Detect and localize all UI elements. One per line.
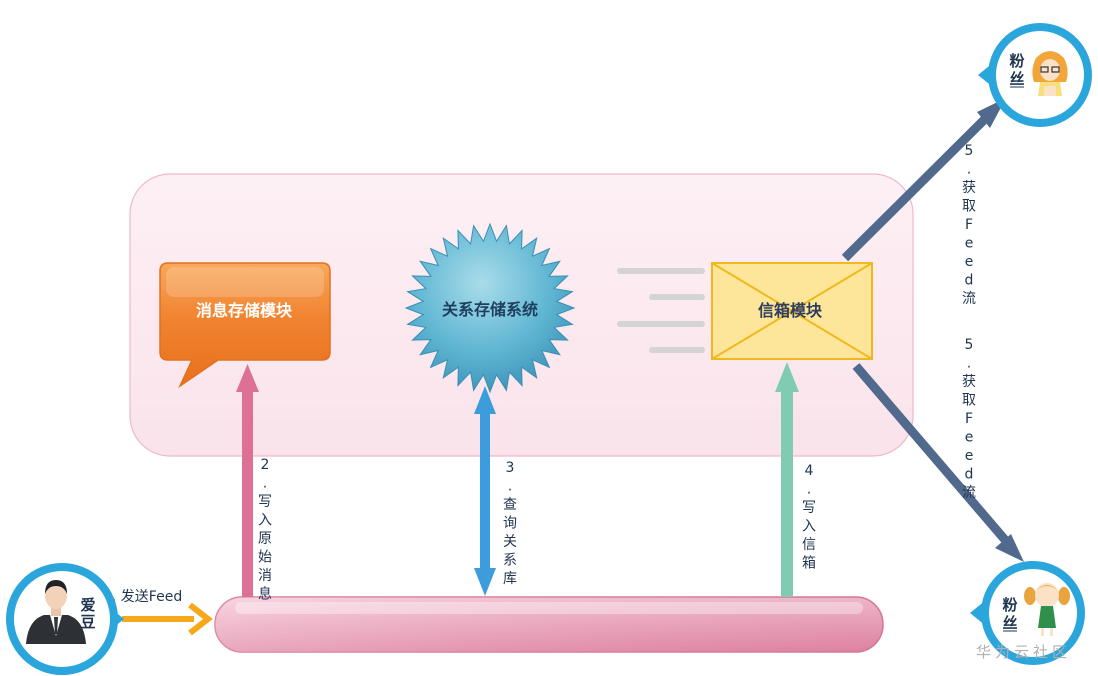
motion-lines-icon bbox=[617, 268, 705, 353]
vt5a-char: 流 bbox=[962, 291, 976, 307]
vt5b-char: . bbox=[967, 356, 971, 372]
write-mailbox-arrow bbox=[775, 362, 799, 597]
vt5a-char: e bbox=[965, 236, 974, 252]
vt3-char: 系 bbox=[503, 553, 517, 569]
vt5b-char: e bbox=[965, 430, 974, 446]
vt3-char: 询 bbox=[503, 516, 517, 532]
step1-label: 1. 发送Feed bbox=[103, 589, 182, 605]
girl-with-pigtails-avatar-icon bbox=[1024, 583, 1070, 636]
vt5b-char: 5 bbox=[965, 337, 974, 353]
vt5a-char: 获 bbox=[962, 180, 976, 196]
fan-top-name-line2: 丝 bbox=[1009, 70, 1024, 88]
vt5b-char: 流 bbox=[962, 485, 976, 501]
idol-name-line1: 爱 bbox=[80, 596, 95, 614]
vt4-char: 4 bbox=[805, 463, 814, 479]
vt3-char: 关 bbox=[503, 534, 517, 550]
vt2-char: 息 bbox=[258, 586, 272, 603]
vt5b-char: F bbox=[965, 411, 973, 427]
vt3-char: 查 bbox=[503, 497, 517, 513]
vt5b-char: 取 bbox=[962, 393, 976, 409]
idol-node: 爱 豆 bbox=[6, 563, 124, 675]
write-raw-message-arrow bbox=[236, 364, 259, 597]
vt5b-char: e bbox=[965, 448, 974, 464]
vt2-char: 始 bbox=[258, 550, 272, 566]
fetch-feed-arrow-bottom bbox=[852, 363, 1024, 562]
vt5a-char: 5 bbox=[965, 143, 974, 159]
vt4-char: 信 bbox=[802, 537, 816, 553]
query-relation-arrow bbox=[474, 386, 496, 596]
vt5b-char: 获 bbox=[962, 374, 976, 390]
mailbox-label: 信箱模块 bbox=[758, 301, 823, 320]
relation-store-module: 关系存储系统 bbox=[404, 222, 576, 394]
vt5a-char: 取 bbox=[962, 199, 976, 215]
fan-bottom-name-line1: 粉 bbox=[1002, 596, 1017, 614]
message-store-module: 消息存储模块 bbox=[159, 262, 331, 389]
vt5a-char: . bbox=[967, 162, 971, 178]
vt5b-char: d bbox=[965, 467, 974, 483]
vt2-char: 入 bbox=[258, 513, 272, 529]
watermark-text: 华为云社区 bbox=[976, 643, 1071, 661]
vt2-char: 写 bbox=[258, 494, 272, 510]
vt2-char: 2 bbox=[261, 457, 270, 473]
fan-top-node: 粉 丝 bbox=[978, 23, 1092, 127]
vt4-char: 入 bbox=[802, 519, 816, 535]
girl-with-glasses-avatar-icon bbox=[1032, 51, 1068, 96]
businessman-avatar-icon bbox=[26, 580, 86, 644]
feed-service-bar bbox=[214, 596, 884, 653]
vt2-char: . bbox=[263, 476, 267, 492]
send-feed-arrow bbox=[122, 602, 213, 636]
vt3-char: . bbox=[508, 479, 512, 495]
fan-bottom-node: 粉 丝 bbox=[970, 561, 1085, 665]
vt2-char: 消 bbox=[258, 568, 272, 584]
vt2-char: 原 bbox=[258, 531, 272, 547]
vt4-char: 写 bbox=[802, 500, 816, 516]
vt4-char: . bbox=[807, 482, 811, 498]
vt4-char: 箱 bbox=[802, 556, 816, 572]
idol-name-line2: 豆 bbox=[80, 613, 95, 631]
vt3-char: 库 bbox=[503, 571, 517, 587]
vt3-char: 3 bbox=[506, 460, 515, 476]
vt5a-char: e bbox=[965, 254, 974, 270]
fan-bottom-name-line2: 丝 bbox=[1002, 614, 1017, 632]
mailbox-module: 信箱模块 bbox=[711, 262, 873, 360]
vt5a-char: F bbox=[965, 217, 973, 233]
relation-store-label: 关系存储系统 bbox=[442, 300, 538, 319]
fan-top-name-line1: 粉 bbox=[1009, 52, 1024, 70]
message-store-label: 消息存储模块 bbox=[196, 301, 293, 320]
vt5a-char: d bbox=[965, 273, 974, 289]
